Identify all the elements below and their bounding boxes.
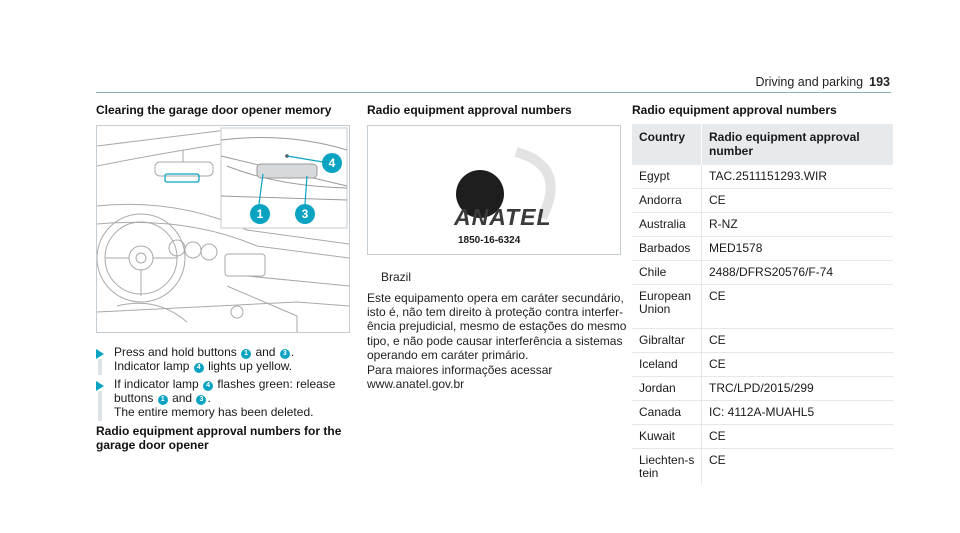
country-cell: Barbados xyxy=(632,236,702,261)
step-text: If indicator lamp xyxy=(114,377,199,391)
number-cell: CE xyxy=(701,424,893,449)
garage-opener-illustration: 4 1 3 xyxy=(96,125,350,333)
step-bar xyxy=(98,359,102,375)
notice-line: ência prejudicial, mesmo de estações do … xyxy=(367,319,627,334)
brazil-notice: Este equipamento opera em caráter secund… xyxy=(367,291,629,362)
callout-1: 1 xyxy=(250,204,270,224)
info-text: Para maiores informações acessar www.ana… xyxy=(367,363,552,391)
anatel-website: www.anatel.gov.br xyxy=(367,377,465,392)
running-header: Driving and parking 193 xyxy=(755,75,890,89)
step-text: The entire memory has been deleted. xyxy=(114,405,314,419)
button-1-marker: 1 xyxy=(157,395,168,405)
lamp-4-marker: 4 xyxy=(203,381,214,391)
step-text: Press and hold buttons xyxy=(114,345,237,359)
anatel-logo-icon xyxy=(456,147,556,221)
country-cell: European Union xyxy=(632,284,702,329)
car-interior-drawing xyxy=(96,127,350,332)
number-cell: TRC/LPD/2015/299 xyxy=(701,376,893,401)
country-cell: Chile xyxy=(632,260,702,285)
number-cell: TAC.2511151293.WIR xyxy=(701,165,893,189)
step-arrow-icon xyxy=(96,349,104,359)
anatel-wordmark: ANATEL xyxy=(454,204,552,230)
step-text: and xyxy=(255,345,276,359)
anatel-number: 1850-16-6324 xyxy=(458,235,521,246)
country-cell: Andorra xyxy=(632,188,702,213)
number-cell: MED1578 xyxy=(701,236,893,261)
number-cell: CE xyxy=(701,284,893,329)
step-text: and xyxy=(172,391,193,405)
callout-3: 3 xyxy=(295,204,315,224)
button-1-marker: 1 xyxy=(241,349,252,359)
notice-line: tipo, e não pode causar interferência a … xyxy=(367,333,623,348)
section-title-radio-right: Radio equipment approval numbers xyxy=(632,103,837,117)
number-cell: CE xyxy=(701,352,893,377)
country-cell: Kuwait xyxy=(632,424,702,449)
header-rule xyxy=(96,92,891,93)
country-cell: Egypt xyxy=(632,165,702,189)
instruction-step-2: If indicator lamp 4 flashes green: relea… xyxy=(96,377,346,421)
page-number: 193 xyxy=(869,75,890,89)
table-header-row: Country Radio equipment approval number xyxy=(632,124,893,165)
step-text: buttons xyxy=(114,391,154,405)
notice-line: Este equipamento opera em caráter secund… xyxy=(367,291,624,305)
info-line: Para maiores informações acessar xyxy=(367,363,553,377)
step-text: flashes green: release xyxy=(217,377,336,391)
anatel-logo-box: ANATEL 1850-16-6324 xyxy=(367,125,621,255)
garage-approval-subtitle: Radio equipment approval numbers for the… xyxy=(96,424,342,452)
column-header-number: Radio equipment approval number xyxy=(701,124,893,165)
step-text: Indicator lamp xyxy=(114,359,190,373)
button-3-marker: 3 xyxy=(279,349,290,359)
number-cell: IC: 4112A-MUAHL5 xyxy=(701,400,893,425)
callout-4: 4 xyxy=(322,153,342,173)
section-title-clearing: Clearing the garage door opener memory xyxy=(96,103,332,117)
country-cell: Liechten-stein xyxy=(639,453,695,480)
step-arrow-icon xyxy=(96,381,104,391)
column-header-country: Country xyxy=(632,124,702,165)
approval-table: Country Radio equipment approval number … xyxy=(632,124,893,485)
step-bar xyxy=(98,391,102,421)
step-text: . xyxy=(290,345,295,359)
section-name: Driving and parking xyxy=(755,75,864,89)
country-cell: Australia xyxy=(632,212,702,237)
notice-line: operando em caráter primário. xyxy=(367,347,529,362)
country-brazil: Brazil xyxy=(381,270,412,284)
lamp-4-marker: 4 xyxy=(193,363,204,373)
button-3-marker: 3 xyxy=(196,395,207,405)
country-cell: Jordan xyxy=(632,376,702,401)
section-title-radio-middle: Radio equipment approval numbers xyxy=(367,103,572,117)
notice-line: isto é, não tem direito à proteção contr… xyxy=(367,305,624,320)
number-cell: R-NZ xyxy=(701,212,893,237)
instruction-step-1: Press and hold buttons 1 and 3. Indicato… xyxy=(96,345,346,375)
step-text: . xyxy=(207,391,211,405)
country-cell: Gibraltar xyxy=(632,328,702,353)
number-cell: CE xyxy=(701,328,893,353)
number-cell: CE xyxy=(701,448,893,485)
country-cell: Iceland xyxy=(632,352,702,377)
number-cell: CE xyxy=(701,188,893,213)
number-cell: 2488/DFRS20576/F-74 xyxy=(701,260,893,285)
step-text: lights up yellow. xyxy=(208,359,293,373)
country-cell: Canada xyxy=(632,400,702,425)
